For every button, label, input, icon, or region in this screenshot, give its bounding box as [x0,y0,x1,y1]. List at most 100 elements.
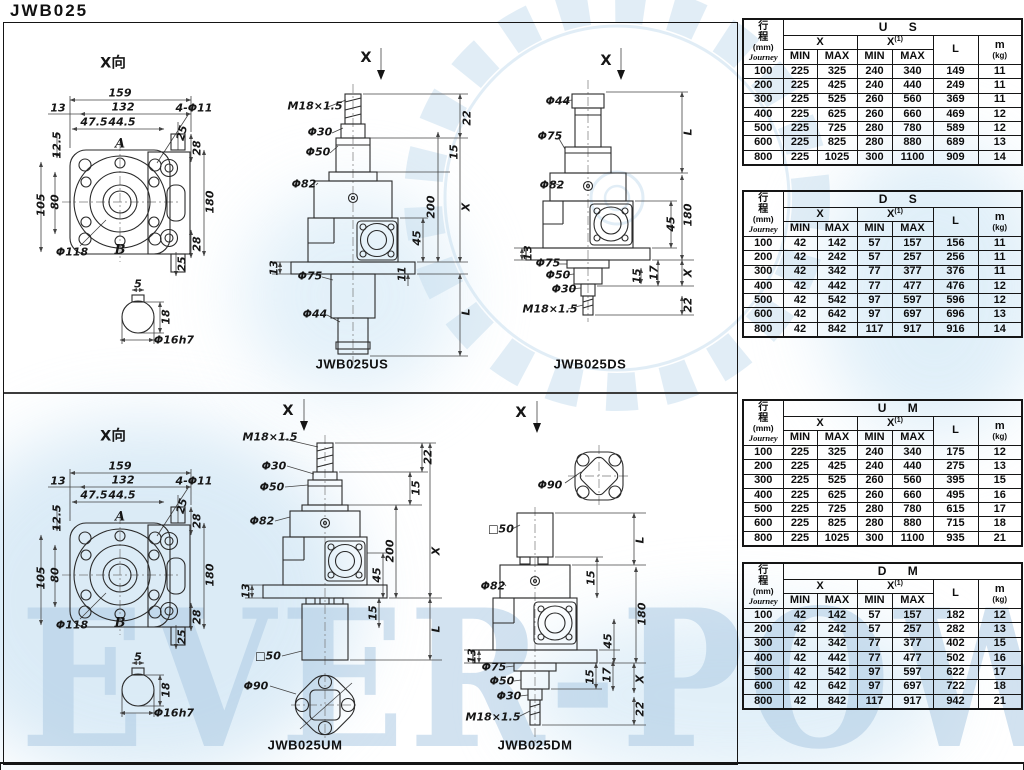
table-cell: 42 [782,250,818,266]
dimension-label: B [114,242,126,258]
dimension-label: 17 [600,667,614,683]
dimension-label: L [681,128,695,136]
table-cell: 13 [977,622,1023,638]
dimension-label: 15 [366,605,380,621]
table-cell: 935 [932,530,979,547]
table-cell: 440 [891,78,934,94]
table-cell: 142 [816,235,858,252]
table-cell: 42 [782,307,818,323]
dimension-label: X [459,202,473,212]
front-view-linework [39,96,206,344]
table-cell: 225 [782,444,818,461]
col-header-l: L [932,579,979,609]
table-cell: 42 [782,278,818,295]
dimension-label: 25 [175,256,189,272]
dimension-label: 180 [203,563,217,587]
drawing-caption-um: JWB025UM [267,737,343,753]
dimension-label: 44.5 [108,115,136,129]
journey-header-unit: (mm) [752,423,774,434]
col-header-x1: X(1) [856,579,934,594]
dimension-label: 5 [134,650,142,664]
table-cell: 100 [742,444,784,461]
table-cell: 697 [891,307,934,323]
table-cell: 425 [816,78,858,94]
col-header-max: MAX [891,593,934,609]
table-cell: 12 [977,293,1023,309]
table-cell: 225 [782,502,818,518]
journey-header: 行程 (mm) Journey [742,18,784,65]
table-cell: 97 [856,293,893,309]
dimension-label: Φ30 [496,689,522,703]
table-cell: 442 [816,650,858,667]
table-cell: 142 [816,607,858,624]
table-cell: 942 [932,693,979,710]
table-cell: 225 [782,121,818,137]
us-linework [272,48,468,368]
table-cell: 300 [742,264,784,280]
table-cell: 642 [816,679,858,695]
table-cell: 340 [891,444,934,461]
dimension-label: 159 [108,459,132,473]
view-direction-label: X [515,405,527,421]
table-cell: 225 [782,459,818,475]
dimension-label: 80 [48,194,62,210]
table-cell: 909 [932,149,979,166]
journey-header-en: Journey [748,432,778,443]
view-direction-label: X [600,53,612,69]
table-cell: 880 [891,516,934,532]
table-cell: 13 [977,135,1023,151]
journey-header-en: Journey [748,51,778,62]
table-cell: 12 [977,121,1023,137]
dimension-label: 4-Φ11 [175,474,213,488]
table-cell: 42 [782,679,818,695]
table-cell: 200 [742,459,784,475]
dimension-label: L [429,625,443,633]
table-cell: 200 [742,250,784,266]
table-cell: 880 [891,135,934,151]
col-header-max: MAX [891,430,934,446]
journey-header: 行程 (mm) Journey [742,562,784,609]
table-cell: 242 [816,622,858,638]
dimension-label: 180 [635,602,649,626]
table-cell: 260 [856,92,893,108]
table-cell: 225 [782,516,818,532]
table-cell: 800 [742,693,784,710]
table-cell: 600 [742,679,784,695]
table-cell: 325 [816,444,858,461]
dimension-label: 45 [410,230,424,246]
dimension-label: 47.5 [80,488,108,502]
table-cell: 300 [856,530,893,547]
dimension-label: 22 [633,701,647,717]
table-cell: 696 [932,307,979,323]
table-cell: 597 [891,293,934,309]
view-direction-label: X向 [100,428,126,445]
table-cell: 525 [816,92,858,108]
table-cell: 18 [977,516,1023,532]
dimension-label: 13 [267,260,281,276]
table-cell: 560 [891,473,934,489]
table-cell: 600 [742,516,784,532]
dimension-label: Φ75 [297,269,323,283]
table-cell: 325 [816,63,858,80]
dimension-label: 12.5 [50,504,64,532]
drawing-frame [3,22,738,765]
table-cell: 440 [891,459,934,475]
table-cell: 257 [891,622,934,638]
dimension-label: B [114,615,126,631]
table-cell: 14 [977,321,1023,338]
table-cell: 12 [977,607,1023,624]
dimension-label: 13 [521,245,535,261]
dimension-label: Φ82 [480,579,506,593]
table-cell: 42 [782,293,818,309]
table-cell: 1100 [891,530,934,547]
table-cell: 280 [856,135,893,151]
dimension-label: 28 [190,140,204,156]
dimension-label: 45 [370,567,384,583]
